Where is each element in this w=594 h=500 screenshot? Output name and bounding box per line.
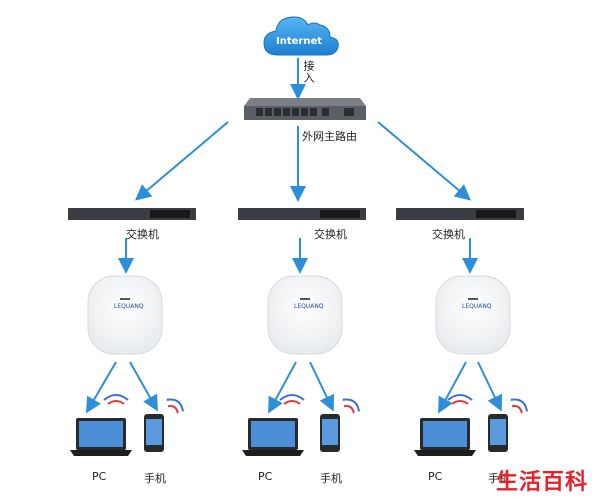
uplink-label: 接入 (302, 60, 315, 84)
phone-label-1: 手机 (144, 472, 166, 485)
switch-label-3: 交换机 (432, 228, 465, 241)
switch-icon-3 (396, 208, 524, 220)
laptop-icon-2 (242, 418, 304, 456)
internet-label: Internet (275, 36, 322, 47)
switch-label-1: 交换机 (126, 228, 159, 241)
pc-label-3: PC (428, 470, 443, 483)
switch-icon-1 (68, 208, 196, 220)
wifi-icon (279, 394, 361, 414)
phone-icon-2 (320, 414, 340, 452)
router-icon (244, 98, 366, 120)
wifi-icon (103, 394, 185, 414)
access-point-icon-3 (435, 275, 511, 355)
wifi-icon (447, 394, 529, 414)
arrow-ap-phone-3 (477, 361, 503, 412)
arrow-ap-pc-2 (268, 361, 297, 414)
arrow-ap-phone-1 (129, 361, 158, 412)
connector-lines (85, 58, 503, 414)
switch-label-2: 交换机 (314, 228, 347, 241)
watermark: 生活百科 (495, 470, 588, 495)
arrow-ap-phone-2 (309, 361, 335, 412)
arrow-router-switch-3 (377, 121, 472, 201)
pc-label-2: PC (258, 470, 273, 483)
arrow-ap-pc-1 (85, 361, 117, 414)
switch-icon-2 (238, 208, 366, 220)
arrow-router-switch-1 (134, 121, 229, 201)
access-point-icon-2 (267, 275, 343, 355)
laptop-icon-1 (70, 418, 132, 456)
ap-logo-2: LEQUANQ (294, 303, 324, 310)
phone-label-3: 手机 (488, 472, 510, 485)
phone-icon-3 (488, 414, 508, 452)
arrow-ap-pc-3 (438, 361, 467, 414)
phone-label-2: 手机 (320, 472, 342, 485)
laptop-icon-3 (414, 418, 476, 456)
access-point-icon-1 (87, 275, 163, 355)
cloud-icon (263, 16, 339, 56)
router-label: 外网主路由 (302, 130, 357, 143)
ap-logo-1: LEQUANQ (114, 303, 144, 310)
pc-label-1: PC (92, 470, 107, 483)
ap-logo-3: LEQUANQ (462, 303, 492, 310)
phone-icon-1 (144, 414, 164, 452)
